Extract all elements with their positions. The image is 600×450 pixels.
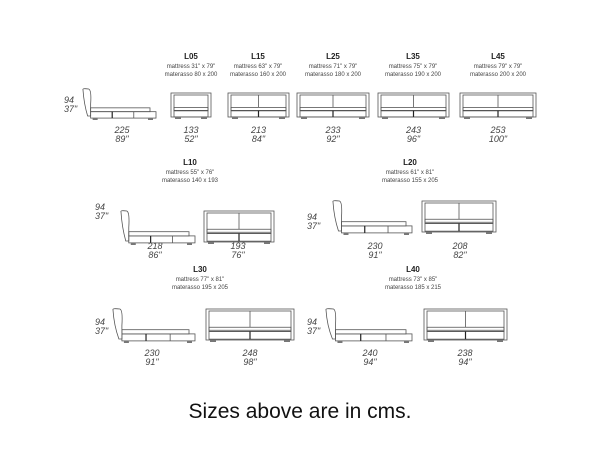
mattress-size-in: mattress 55" x 76": [165, 170, 215, 176]
dimension-in: 94": [363, 357, 377, 367]
dimension-cm: 233: [325, 125, 341, 135]
height-cm: 94: [64, 95, 75, 105]
front-view-drawing: [421, 200, 497, 234]
dimension-cm: 248: [242, 348, 258, 358]
materasso-size-cm: materasso 80 x 200: [164, 72, 218, 78]
model-name: L25: [326, 52, 340, 61]
front-view-drawing: [296, 92, 370, 119]
dimension-cm: 208: [452, 241, 468, 251]
materasso-size-cm: materasso 140 x 193: [161, 178, 219, 184]
dimension-in: 92": [326, 134, 340, 144]
mattress-size-in: mattress 77" x 81": [175, 277, 225, 283]
dimension-in: 86": [148, 250, 162, 260]
mattress-size-in: mattress 79" x 79": [473, 64, 523, 70]
dimension-cm: 240: [362, 348, 378, 358]
model-name: L40: [406, 265, 420, 274]
side-view-drawing: [332, 200, 413, 235]
dimension-in: 84": [251, 134, 266, 144]
materasso-size-cm: materasso 190 x 200: [384, 72, 442, 78]
model-name: L10: [183, 158, 197, 167]
height-cm: 94: [95, 202, 106, 212]
dimension-cm: 253: [490, 125, 506, 135]
model-name: L20: [403, 158, 417, 167]
model-name: L35: [406, 52, 420, 61]
mattress-size-in: mattress 63" x 79": [233, 64, 283, 70]
dimension-in: 94": [458, 357, 472, 367]
height-cm: 94: [307, 317, 318, 327]
side-view-drawing: [120, 210, 196, 245]
mattress-size-in: mattress 73" x 85": [388, 277, 438, 283]
model-name: L05: [184, 52, 198, 61]
dimension-cm: 230: [144, 348, 160, 358]
dimension-in: 100": [488, 134, 508, 144]
mattress-size-in: mattress 75" x 79": [388, 64, 438, 70]
front-view-drawing: [227, 92, 290, 119]
dimension-in: 91": [145, 357, 159, 367]
mattress-size-in: mattress 71" x 79": [308, 64, 358, 70]
front-view-drawing: [423, 308, 508, 342]
materasso-size-cm: materasso 180 x 200: [304, 72, 362, 78]
front-view-drawing: [205, 308, 295, 342]
side-view-drawing: [82, 88, 157, 120]
height-in: 37": [64, 104, 78, 114]
materasso-size-cm: materasso 160 x 200: [229, 72, 287, 78]
front-view-drawing: [170, 92, 212, 119]
dimension-cm: 213: [250, 125, 267, 135]
side-view-drawing: [112, 308, 196, 343]
side-view-drawing: [325, 308, 413, 343]
dimension-cm: 193: [230, 241, 246, 251]
materasso-size-cm: materasso 155 x 205: [381, 178, 439, 184]
dimension-in: 82": [453, 250, 467, 260]
units-caption: Sizes above are in cms.: [188, 400, 412, 423]
dimension-in: 52": [184, 134, 198, 144]
dimension-cm: 238: [457, 348, 473, 358]
side-cm: 225: [114, 125, 130, 135]
dimension-in: 91": [368, 250, 382, 260]
materasso-size-cm: materasso 200 x 200: [469, 72, 527, 78]
height-in: 37": [307, 221, 321, 231]
side-in: 89": [115, 134, 129, 144]
front-view-drawing: [203, 210, 275, 244]
dimension-cm: 230: [367, 241, 383, 251]
mattress-size-in: mattress 61" x 81": [385, 170, 435, 176]
height-in: 37": [95, 211, 109, 221]
mattress-size-in: mattress 31" x 79": [166, 64, 216, 70]
dimension-cm: 218: [147, 241, 163, 251]
model-name: L30: [193, 265, 207, 274]
model-name: L45: [491, 52, 505, 61]
front-view-drawing: [377, 92, 450, 119]
height-in: 37": [307, 326, 321, 336]
model-name: L15: [251, 52, 265, 61]
dimension-in: 76": [231, 250, 245, 260]
height-in: 37": [95, 326, 109, 336]
dimension-in: 98": [243, 357, 257, 367]
dimension-cm: 133: [183, 125, 199, 135]
height-cm: 94: [307, 212, 318, 222]
front-view-drawing: [459, 92, 537, 119]
materasso-size-cm: materasso 185 x 215: [384, 285, 442, 291]
dimension-in: 96": [406, 134, 421, 144]
height-cm: 94: [95, 317, 106, 327]
materasso-size-cm: materasso 195 x 205: [171, 285, 229, 291]
dimension-cm: 243: [405, 125, 422, 135]
